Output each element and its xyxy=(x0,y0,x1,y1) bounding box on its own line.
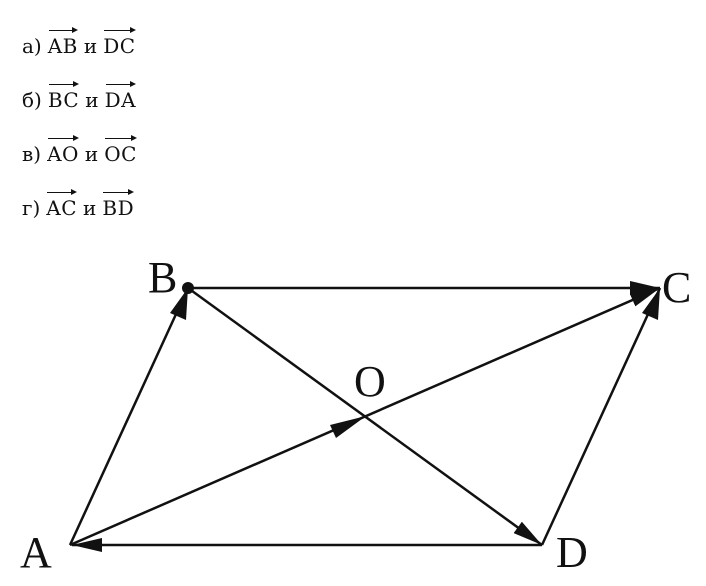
conjunction: и xyxy=(84,142,99,166)
conjunction: и xyxy=(83,34,98,58)
task-item-a: а) AB и DC xyxy=(22,26,136,56)
segment-ab xyxy=(68,287,190,546)
vector-label: AO xyxy=(47,135,79,164)
task-item-c: в) AO и OC xyxy=(22,134,137,164)
item-letter: б) xyxy=(22,88,42,112)
vector-label: BC xyxy=(48,81,80,110)
label-a: A xyxy=(20,528,52,577)
diagonal-bd xyxy=(187,286,543,547)
label-o: O xyxy=(354,357,386,406)
vector-label: OC xyxy=(104,135,137,164)
label-d: D xyxy=(556,528,588,577)
vector-label: DC xyxy=(103,27,136,56)
point-b-dot xyxy=(182,282,194,294)
label-c: C xyxy=(662,263,691,312)
label-b: B xyxy=(148,253,177,302)
segment-dc xyxy=(540,287,662,546)
item-letter: г) xyxy=(22,196,41,220)
conjunction: и xyxy=(85,88,99,112)
item-letter: а) xyxy=(22,34,42,58)
vector-label: AC xyxy=(46,189,77,218)
item-letter: в) xyxy=(22,142,42,166)
vector-label: BD xyxy=(102,189,134,218)
task-item-b: б) BC и DA xyxy=(22,80,137,112)
vector-label: AB xyxy=(48,27,79,56)
arrowhead-ab xyxy=(170,288,188,320)
arrowhead-ao xyxy=(330,416,366,438)
conjunction: и xyxy=(83,196,97,220)
task-item-d: г) AC и BD xyxy=(22,188,134,218)
vector-label: DA xyxy=(105,81,137,110)
